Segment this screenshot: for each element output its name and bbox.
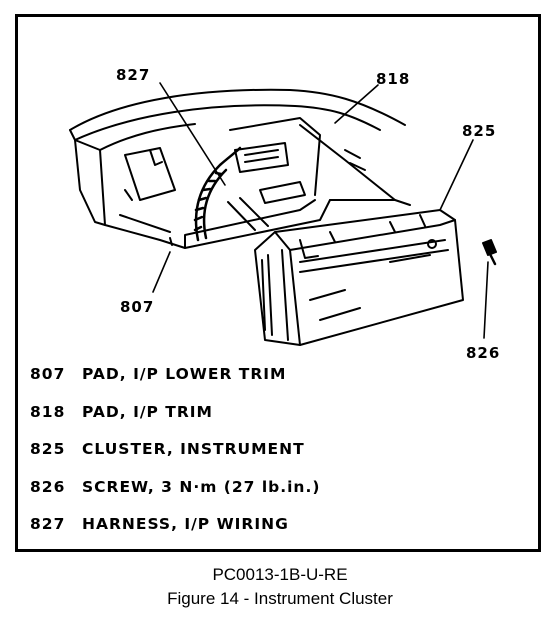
legend-number: 826 bbox=[30, 477, 66, 496]
callout-818: 818 bbox=[376, 70, 411, 88]
leader-lines bbox=[152, 82, 489, 339]
legend-description: CLUSTER, INSTRUMENT bbox=[82, 440, 305, 458]
screw bbox=[482, 239, 497, 266]
callout-825: 825 bbox=[462, 122, 497, 140]
legend-number: 827 bbox=[30, 515, 66, 533]
legend-description: PAD, I/P TRIM bbox=[82, 402, 213, 421]
legend-description: SCREW, 3 N·m (27 lb.in.) bbox=[82, 477, 321, 496]
instrument-cluster bbox=[254, 209, 464, 346]
legend-number: 825 bbox=[30, 440, 66, 458]
callout-827: 827 bbox=[116, 66, 151, 84]
figure-title: Figure 14 - Instrument Cluster bbox=[167, 589, 393, 608]
legend-number: 818 bbox=[30, 402, 66, 421]
legend-number: 807 bbox=[30, 365, 66, 383]
upper-trim-pad bbox=[69, 88, 406, 226]
legend-description: PAD, I/P LOWER TRIM bbox=[82, 365, 287, 383]
legend-row: 807 PAD, I/P LOWER TRIM bbox=[30, 365, 510, 403]
callout-826: 826 bbox=[466, 344, 501, 362]
legend-row: 827 HARNESS, I/P WIRING bbox=[30, 515, 510, 553]
wiring-harness bbox=[193, 146, 242, 242]
figure-frame bbox=[15, 14, 541, 552]
figure-code: PC0013-1B-U-RE bbox=[212, 565, 348, 584]
legend-row: 825 CLUSTER, INSTRUMENT bbox=[30, 440, 510, 478]
callout-807: 807 bbox=[120, 298, 155, 316]
lower-dash-body bbox=[104, 117, 411, 249]
parts-legend: 807 PAD, I/P LOWER TRIM 818 PAD, I/P TRI… bbox=[30, 365, 510, 553]
legend-row: 818 PAD, I/P TRIM bbox=[30, 403, 510, 441]
legend-description: HARNESS, I/P WIRING bbox=[82, 515, 289, 533]
legend-row: 826 SCREW, 3 N·m (27 lb.in.) bbox=[30, 478, 510, 516]
